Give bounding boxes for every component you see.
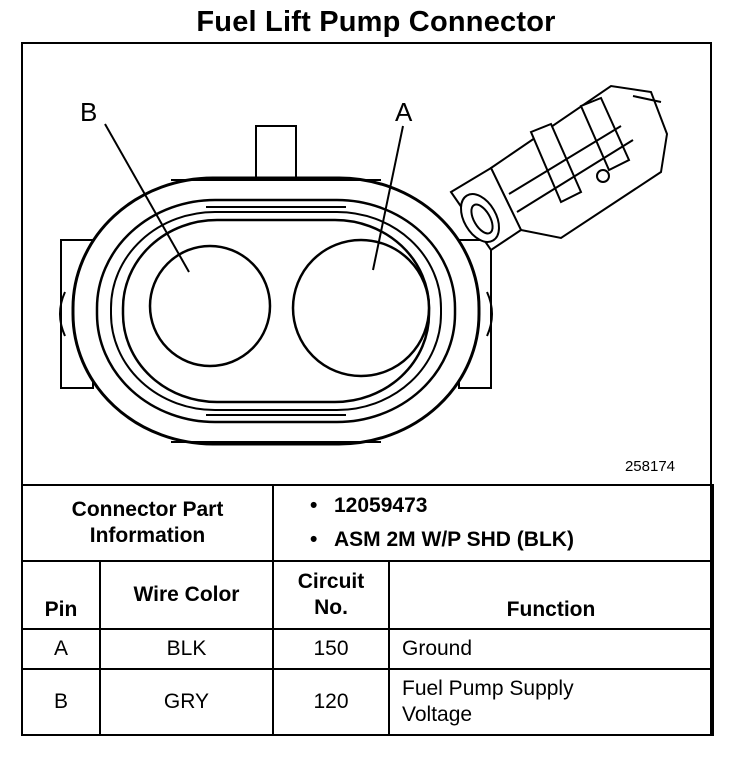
part-number: •12059473: [310, 494, 428, 517]
circuit-header: Circuit No.: [272, 560, 390, 630]
pin-cell: A: [21, 628, 101, 670]
function-cell: Ground: [387, 628, 715, 670]
pin-b-leader: [104, 123, 190, 273]
table-row: A BLK 150 Ground: [21, 628, 715, 670]
connector-info-table: Connector Part Information •12059473 •AS…: [21, 484, 715, 736]
column-header-row: Pin Wire Color Circuit No. Function: [21, 560, 715, 630]
circuit-cell: 120: [272, 668, 390, 736]
connector-diagram: B A: [59, 84, 669, 446]
table-row: B GRY 120 Fuel Pump Supply Voltage: [21, 668, 715, 736]
function-cell: Fuel Pump Supply Voltage: [387, 668, 715, 736]
page-title: Fuel Lift Pump Connector: [196, 6, 556, 38]
connector-part-row: Connector Part Information •12059473 •AS…: [21, 484, 715, 562]
pin-cell: B: [21, 668, 101, 736]
pin-b-label: B: [80, 97, 97, 127]
part-description: •ASM 2M W/P SHD (BLK): [310, 528, 574, 551]
connector-part-values: •12059473 •ASM 2M W/P SHD (BLK): [271, 484, 715, 562]
pin-a-leader: [372, 125, 404, 271]
wire-color-cell: BLK: [99, 628, 274, 670]
pin-a-cavity: [291, 238, 431, 378]
connector-face: [59, 125, 493, 446]
pin-b-cavity: [148, 244, 272, 368]
diagram-frame: [21, 42, 712, 736]
wire-color-header: Wire Color: [99, 560, 274, 630]
function-header: Function: [387, 560, 715, 630]
figure-number: 258174: [624, 458, 676, 475]
pin-a-label: A: [395, 97, 413, 127]
pin-header: Pin: [21, 560, 101, 630]
circuit-cell: 150: [272, 628, 390, 670]
connector-perspective-icon: [449, 84, 669, 252]
wire-color-cell: GRY: [99, 668, 274, 736]
connector-part-label: Connector Part Information: [21, 484, 274, 562]
